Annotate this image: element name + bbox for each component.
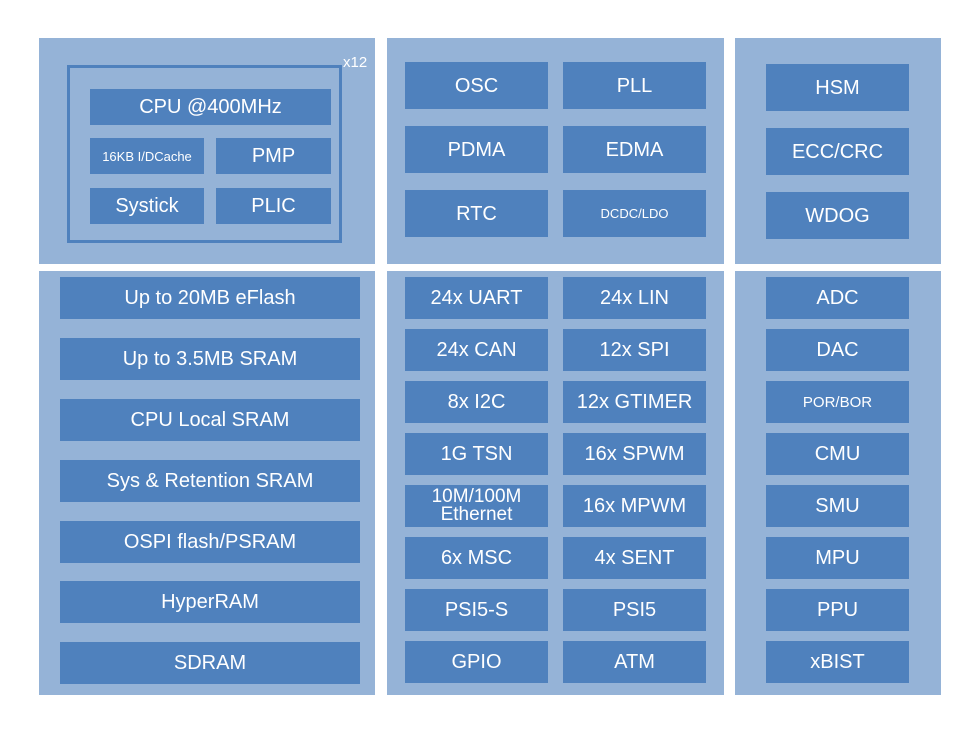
spi-block: 12x SPI bbox=[563, 329, 706, 371]
rtc-block: RTC bbox=[405, 190, 548, 237]
psi5s-block: PSI5-S bbox=[405, 589, 548, 631]
safety-panel: HSM ECC/CRC WDOG bbox=[735, 38, 941, 264]
i2c-block: 8x I2C bbox=[405, 381, 548, 423]
eflash-block: Up to 20MB eFlash bbox=[60, 277, 360, 319]
ecc-crc-block: ECC/CRC bbox=[766, 128, 909, 175]
sram-block: Up to 3.5MB SRAM bbox=[60, 338, 360, 380]
can-block: 24x CAN bbox=[405, 329, 548, 371]
adc-block: ADC bbox=[766, 277, 909, 319]
atm-block: ATM bbox=[563, 641, 706, 683]
psi5-block: PSI5 bbox=[563, 589, 706, 631]
retention-sram-block: Sys & Retention SRAM bbox=[60, 460, 360, 502]
clock-dma-panel: OSC PLL PDMA EDMA RTC DCDC/LDO bbox=[387, 38, 724, 264]
xbist-block: xBIST bbox=[766, 641, 909, 683]
pll-block: PLL bbox=[563, 62, 706, 109]
uart-block: 24x UART bbox=[405, 277, 548, 319]
ppu-block: PPU bbox=[766, 589, 909, 631]
pmp-block: PMP bbox=[216, 138, 331, 174]
sdram-block: SDRAM bbox=[60, 642, 360, 684]
ospi-block: OSPI flash/PSRAM bbox=[60, 521, 360, 563]
ethernet-block: 10M/100M Ethernet bbox=[405, 485, 548, 527]
cpu-cluster-panel: x12 CPU @400MHz 16KB I/DCache PMP Systic… bbox=[39, 38, 375, 264]
cpu-cluster-frame bbox=[67, 65, 342, 243]
cache-block: 16KB I/DCache bbox=[90, 138, 204, 174]
dcdc-ldo-block: DCDC/LDO bbox=[563, 190, 706, 237]
plic-block: PLIC bbox=[216, 188, 331, 224]
edma-block: EDMA bbox=[563, 126, 706, 173]
gtimer-block: 12x GTIMER bbox=[563, 381, 706, 423]
lin-block: 24x LIN bbox=[563, 277, 706, 319]
mpwm-block: 16x MPWM bbox=[563, 485, 706, 527]
peripherals-panel: 24x UART 24x LIN 24x CAN 12x SPI 8x I2C … bbox=[387, 271, 724, 695]
msc-block: 6x MSC bbox=[405, 537, 548, 579]
sent-block: 4x SENT bbox=[563, 537, 706, 579]
cpu-multiplier-label: x12 bbox=[343, 54, 368, 71]
spwm-block: 16x SPWM bbox=[563, 433, 706, 475]
gpio-block: GPIO bbox=[405, 641, 548, 683]
smu-block: SMU bbox=[766, 485, 909, 527]
memory-panel: Up to 20MB eFlash Up to 3.5MB SRAM CPU L… bbox=[39, 271, 375, 695]
dac-block: DAC bbox=[766, 329, 909, 371]
cmu-block: CMU bbox=[766, 433, 909, 475]
cpu-local-sram-block: CPU Local SRAM bbox=[60, 399, 360, 441]
mpu-block: MPU bbox=[766, 537, 909, 579]
pdma-block: PDMA bbox=[405, 126, 548, 173]
osc-block: OSC bbox=[405, 62, 548, 109]
hyperram-block: HyperRAM bbox=[60, 581, 360, 623]
por-bor-block: POR/BOR bbox=[766, 381, 909, 423]
analog-system-panel: ADC DAC POR/BOR CMU SMU MPU PPU xBIST bbox=[735, 271, 941, 695]
systick-block: Systick bbox=[90, 188, 204, 224]
cpu-block: CPU @400MHz bbox=[90, 89, 331, 125]
tsn-block: 1G TSN bbox=[405, 433, 548, 475]
hsm-block: HSM bbox=[766, 64, 909, 111]
wdog-block: WDOG bbox=[766, 192, 909, 239]
